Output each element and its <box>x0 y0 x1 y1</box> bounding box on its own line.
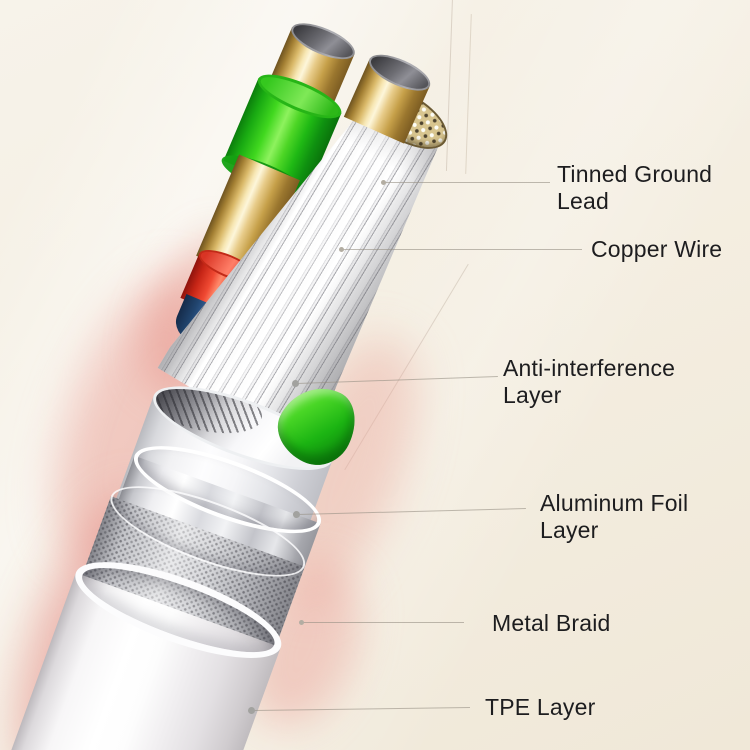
label-line: Layer <box>503 382 562 408</box>
label-line: Anti-interference <box>503 355 676 381</box>
label-anti-interference-layer: Anti-interference Layer <box>503 355 675 409</box>
label-metal-braid: Metal Braid <box>492 610 611 637</box>
label-line: Aluminum Foil <box>540 490 689 516</box>
label-line: Lead <box>557 188 609 214</box>
leader-dot <box>339 247 344 252</box>
leader-line-metal-braid <box>299 620 464 625</box>
label-line: Metal Braid <box>492 610 611 636</box>
label-line: TPE Layer <box>485 694 596 720</box>
label-line: Tinned Ground <box>557 161 713 187</box>
label-tpe-layer: TPE Layer <box>485 694 595 721</box>
leader-dot <box>381 180 386 185</box>
label-tinned-ground-lead: Tinned Ground Lead <box>557 161 712 215</box>
label-line: Layer <box>540 517 599 543</box>
leader-line-tinned-ground-lead <box>381 180 550 185</box>
leader-line-copper-wire <box>339 247 582 252</box>
label-aluminum-foil-layer: Aluminum Foil Layer <box>540 490 688 544</box>
label-line: Copper Wire <box>591 236 723 262</box>
leader-dot <box>247 706 256 715</box>
leader-dot <box>299 620 304 625</box>
label-copper-wire: Copper Wire <box>591 236 722 263</box>
